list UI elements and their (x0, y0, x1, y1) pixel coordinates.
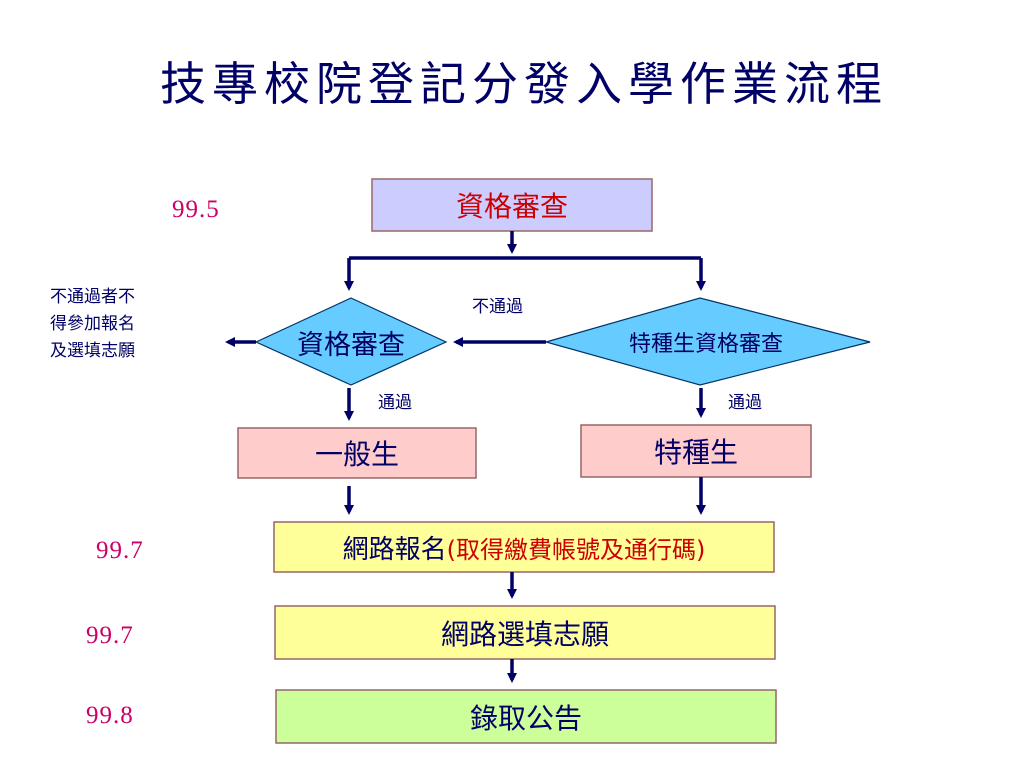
register-box (273, 521, 775, 573)
page-title: 技專校院登記分發入學作業流程 (160, 57, 888, 111)
register-label: 網路報名 (取得繳費帳號及通行碼) (274, 522, 774, 572)
review-box (371, 178, 653, 232)
fail-note-line-1: 不通過者不 (50, 287, 135, 307)
announce-box (275, 689, 777, 744)
general-label: 一般生 (314, 438, 399, 471)
review-label: 資格審查 (455, 190, 568, 223)
register-detail-text: (取得繳費帳號及通行碼) (446, 535, 706, 564)
pass-label-right: 通過 (728, 393, 762, 413)
register-main-text: 網路報名 (342, 534, 447, 565)
fail-note-line-3: 及選填志願 (50, 341, 135, 361)
date-review: 99.5 (172, 196, 220, 223)
date-announce: 99.8 (86, 702, 134, 729)
date-register: 99.7 (96, 537, 144, 564)
date-fill: 99.7 (86, 622, 134, 649)
announce-label: 錄取公告 (469, 701, 582, 735)
diamond-right-label: 特種生資格審查 (628, 332, 783, 357)
fail-label-right: 不通過 (472, 297, 523, 317)
general-box (237, 427, 477, 479)
fill-label: 網路選填志願 (440, 617, 609, 651)
pass-label-left: 通過 (378, 393, 412, 413)
diamond-left (254, 297, 448, 386)
diamond-left-label: 資格審查 (297, 329, 405, 361)
fail-note-line-2: 得參加報名 (50, 314, 135, 334)
diamond-right (543, 297, 871, 386)
fail-note: 不通過者不 得參加報名 及選填志願 (50, 284, 190, 365)
special-label: 特種生 (653, 436, 738, 469)
fill-box (274, 605, 776, 660)
special-box (580, 424, 812, 478)
